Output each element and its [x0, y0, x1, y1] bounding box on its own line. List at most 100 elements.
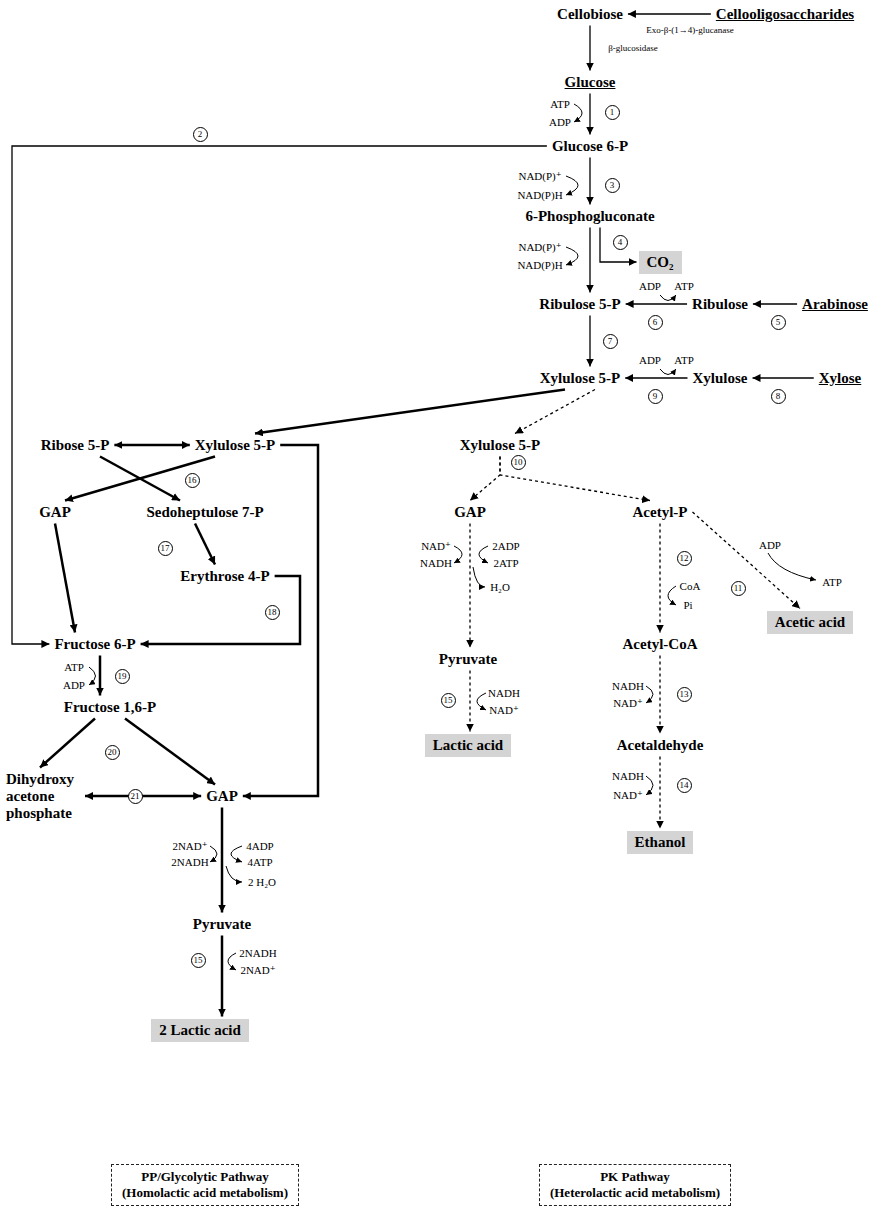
- metabolite-label: GAP: [36, 503, 74, 522]
- cofactor-arc: [479, 546, 488, 563]
- node-text: Acetyl-CoA: [623, 636, 698, 653]
- node-text: GAP: [454, 504, 486, 521]
- cofactor-arc: [89, 667, 96, 685]
- metabolite-label: Xylulose: [689, 369, 750, 388]
- cofactor-label: 4ADP: [246, 840, 274, 852]
- reaction-arrow: [600, 228, 637, 263]
- dotted-arrow: [659, 656, 660, 734]
- cofactor-label: NAD⁺: [613, 789, 643, 801]
- cofactor-label: ADP: [639, 280, 661, 292]
- reaction-arrow: [753, 377, 814, 378]
- cofactor-arc: [231, 846, 242, 862]
- node-text: Erythrose 4-P: [180, 568, 269, 585]
- metabolite-label: Cellobiose: [554, 5, 626, 24]
- callout-number: 21: [128, 789, 143, 804]
- node-text: Fructose 1,6-P: [64, 699, 156, 716]
- callout-number: 15: [191, 953, 206, 968]
- cofactor-label: ATP: [674, 280, 694, 292]
- dotted-arrow: [692, 512, 800, 609]
- cofactor-label: NADH: [612, 680, 644, 692]
- cofactor-arc: [668, 586, 676, 605]
- metabolite-label: Fructose 1,6-P: [61, 698, 159, 717]
- reaction-arrow: [40, 719, 95, 768]
- metabolite-label: GAP: [451, 503, 489, 522]
- cofactor-label: NADH: [488, 687, 520, 699]
- reaction-arrow: [589, 316, 590, 367]
- dotted-arrow: [469, 524, 470, 648]
- enzyme-label: Exo-β-(1→4)-glucanase: [644, 25, 736, 35]
- node-text: Fructose 6-P: [54, 636, 135, 653]
- node-text: Glucose 6-P: [552, 138, 628, 155]
- enzyme-label: β-glucosidase: [606, 43, 660, 53]
- product-box: Ethanol: [627, 831, 694, 854]
- node-text: GAP: [206, 788, 238, 805]
- metabolite-label: Acetyl-P: [630, 503, 691, 522]
- reaction-arrow: [243, 445, 318, 796]
- cofactor-label: NAD⁺: [489, 704, 519, 716]
- cofactor-arc: [210, 846, 217, 862]
- metabolite-label: Xylulose 5-P: [457, 436, 543, 455]
- node-text: Sedoheptulose 7-P: [146, 504, 263, 521]
- node-text: Xylulose 5-P: [460, 437, 540, 454]
- node-text: Lactic acid: [433, 737, 503, 754]
- metabolite-label: Xylulose 5-P: [537, 369, 623, 388]
- metabolite-label: Xylulose 5-P: [192, 436, 278, 455]
- node-text: PP/Glycolytic Pathway: [122, 1169, 288, 1185]
- cofactor-label: NADH: [612, 770, 644, 782]
- cofactor-arc: [768, 553, 816, 580]
- cofactor-label: ADP: [639, 354, 661, 366]
- reaction-arrow: [626, 303, 687, 304]
- cofactor-label: NAD(P)⁺: [518, 170, 561, 182]
- node-text: Arabinose: [802, 296, 868, 313]
- callout-number: 6: [648, 315, 663, 330]
- node-text: Glucose: [565, 74, 616, 91]
- cofactor-arc: [660, 369, 676, 375]
- reaction-arrow: [195, 524, 215, 565]
- reaction-arrow: [589, 158, 590, 205]
- node-text: Pyruvate: [193, 916, 251, 933]
- callout-number: 14: [677, 778, 692, 793]
- product-box: 2 Lactic acid: [151, 1019, 249, 1042]
- cofactor-arc: [574, 104, 582, 122]
- cofactor-arc: [646, 686, 653, 703]
- pathway-box: PK Pathway(Heterolactic acid metabolism): [539, 1164, 731, 1206]
- metabolite-label: Glucose: [562, 73, 619, 92]
- metabolite-label: Acetaldehyde: [614, 736, 707, 755]
- cofactor-arc: [566, 247, 578, 265]
- metabolite-label: Dihydroxy acetone phosphate: [3, 770, 83, 823]
- cofactor-label: NAD⁺: [613, 697, 643, 709]
- reaction-arrow: [628, 13, 711, 14]
- callout-number: 10: [511, 455, 526, 470]
- reaction-arrow: [55, 524, 75, 633]
- cofactor-label: 2NADH: [239, 947, 276, 959]
- node-text: Acetaldehyde: [617, 737, 704, 754]
- node-text: Xylulose 5-P: [540, 370, 620, 387]
- cofactor-arc: [454, 546, 462, 563]
- node-text: Cellooligosaccharides: [716, 6, 854, 23]
- node-text: Pyruvate: [439, 651, 497, 668]
- cofactor-label: ATP: [674, 354, 694, 366]
- metabolite-label: Ribulose: [689, 295, 751, 314]
- pathway-box: PP/Glycolytic Pathway(Homolactic acid me…: [111, 1164, 299, 1206]
- node-subtext: (Heterolactic acid metabolism): [550, 1185, 720, 1201]
- callout-number: 16: [185, 473, 200, 488]
- dotted-arrow: [469, 671, 470, 732]
- cofactor-label: CoA: [680, 580, 701, 592]
- cofactor-arc: [566, 176, 578, 195]
- metabolite-label: Xylose: [816, 369, 865, 388]
- cofactor-label: ATP: [550, 98, 570, 110]
- cofactor-label: Pi: [683, 599, 692, 611]
- callout-number: 5: [771, 315, 786, 330]
- metabolite-label: GAP: [203, 787, 241, 806]
- reaction-arrow: [753, 303, 797, 304]
- reaction-arrow: [114, 444, 189, 447]
- node-text: PK Pathway: [550, 1169, 720, 1185]
- reaction-arrow: [589, 228, 590, 293]
- metabolite-label: Pyruvate: [190, 915, 254, 934]
- reaction-arrow: [255, 390, 565, 434]
- metabolite-label: Glucose 6-P: [549, 137, 631, 156]
- reaction-arrow: [65, 457, 215, 501]
- reaction-arrow: [99, 656, 102, 696]
